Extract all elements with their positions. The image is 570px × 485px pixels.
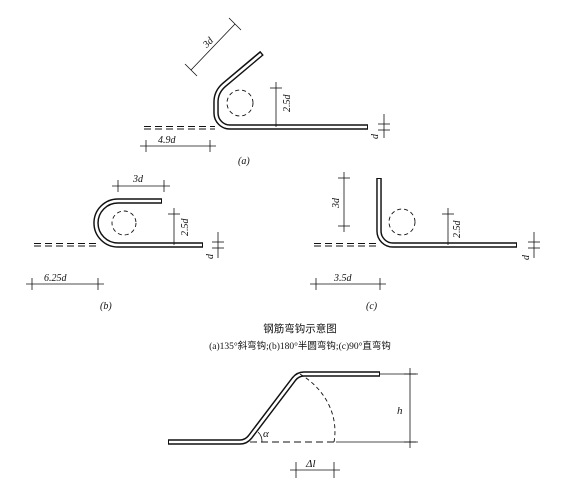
label-h: h <box>397 405 403 417</box>
label-delta-l: Δl <box>305 458 316 470</box>
label-alpha: α <box>263 428 269 440</box>
label-2-5d-c: 2.5d <box>452 220 463 239</box>
label-3d-a: 3d <box>200 35 216 51</box>
diagram-a: 3d 2.5d d 4.9d (a) <box>140 17 390 167</box>
bent-up-rebar <box>168 371 380 445</box>
label-d-b: d <box>205 253 216 259</box>
angle-arc <box>257 431 263 443</box>
dim-line-3d-a <box>190 23 236 71</box>
label-3d-c: 3d <box>331 197 342 209</box>
diagram-b: 3d 2.5d d 6.25d (b) <box>26 174 224 312</box>
diagram-c: 3d 2.5d d 3.5d (c) <box>310 172 540 312</box>
caption-title: 钢筋弯钩示意图 <box>263 322 337 335</box>
label-2-5d-b: 2.5d <box>180 218 191 237</box>
arc-dashed <box>299 373 336 443</box>
label-4-9d: 4.9d <box>158 135 177 146</box>
sub-label-b: (b) <box>100 301 112 312</box>
sub-label-a: (a) <box>238 156 250 167</box>
rebar-135-hook-inner <box>214 53 367 129</box>
mandrel-circle-a <box>226 89 254 117</box>
bend-diagram: α h Δl <box>168 368 418 478</box>
sub-label-c: (c) <box>366 301 378 312</box>
label-3d-b: 3d <box>132 174 144 185</box>
label-d-a: d <box>370 133 381 139</box>
rebar-180-hook-inner <box>94 199 202 247</box>
bent-up-rebar-inner <box>169 372 379 444</box>
rebar-90-hook-inner <box>377 179 516 247</box>
label-d-c: d <box>521 254 532 260</box>
label-3-5d: 3.5d <box>333 273 353 284</box>
label-2-5d-a: 2.5d <box>282 94 293 113</box>
mandrel-circle-c <box>388 208 416 236</box>
caption-subtitle: (a)135°斜弯钩;(b)180°半圆弯钩;(c)90°直弯钩 <box>209 340 391 352</box>
label-6-25d: 6.25d <box>44 273 68 284</box>
mandrel-circle-b <box>111 210 137 236</box>
